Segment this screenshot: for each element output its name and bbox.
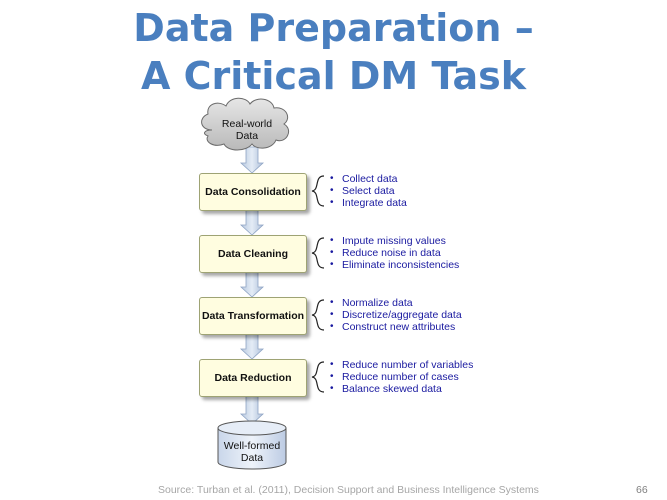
list-item: Reduce noise in data	[330, 247, 550, 259]
flow-arrow-2	[239, 208, 265, 236]
stage-box-reduction: Data Reduction	[199, 359, 307, 397]
bullet-list-consolidation: Collect data Select data Integrate data	[330, 173, 550, 209]
flow-arrow-1	[239, 146, 265, 174]
brace-2	[311, 237, 325, 269]
bullet-list-cleaning: Impute missing values Reduce noise in da…	[330, 235, 550, 271]
source-citation: Source: Turban et al. (2011), Decision S…	[158, 484, 539, 496]
stage-label: Data Transformation	[201, 310, 305, 322]
list-item: Integrate data	[330, 197, 550, 209]
slide-title-line-2: A Critical DM Task	[140, 54, 527, 98]
list-item: Reduce number of cases	[330, 371, 550, 383]
list-item: Impute missing values	[330, 235, 550, 247]
list-item: Construct new attributes	[330, 321, 550, 333]
stage-label: Data Consolidation	[205, 186, 301, 198]
output-label-line-2: Data	[240, 452, 264, 464]
input-label: Real-world Data	[212, 118, 282, 142]
input-label-line-1: Real-world	[221, 118, 273, 130]
bullet-list-reduction: Reduce number of variables Reduce number…	[330, 359, 550, 395]
stage-box-cleaning: Data Cleaning	[199, 235, 307, 273]
stage-box-consolidation: Data Consolidation	[199, 173, 307, 211]
input-label-line-2: Data	[235, 130, 259, 142]
cloud-shape	[201, 97, 289, 151]
database-shape	[217, 420, 287, 470]
slide-title-line-1: Data Preparation –	[133, 6, 534, 50]
list-item: Discretize/aggregate data	[330, 309, 550, 321]
flow-arrow-5	[239, 394, 265, 425]
flow-arrow-4	[239, 332, 265, 360]
list-item: Normalize data	[330, 297, 550, 309]
flow-arrow-3	[239, 270, 265, 298]
brace-3	[311, 299, 325, 331]
list-item: Select data	[330, 185, 550, 197]
stage-box-transformation: Data Transformation	[199, 297, 307, 335]
output-label-line-1: Well-formed	[223, 440, 281, 452]
bullet-list-transformation: Normalize data Discretize/aggregate data…	[330, 297, 550, 333]
list-item: Eliminate inconsistencies	[330, 259, 550, 271]
stage-label: Data Cleaning	[217, 248, 288, 260]
brace-1	[311, 175, 325, 207]
list-item: Reduce number of variables	[330, 359, 550, 371]
list-item: Balance skewed data	[330, 383, 550, 395]
page-number: 66	[636, 484, 648, 496]
list-item: Collect data	[330, 173, 550, 185]
stage-label: Data Reduction	[214, 372, 292, 384]
output-label: Well-formed Data	[219, 440, 285, 464]
brace-4	[311, 361, 325, 393]
